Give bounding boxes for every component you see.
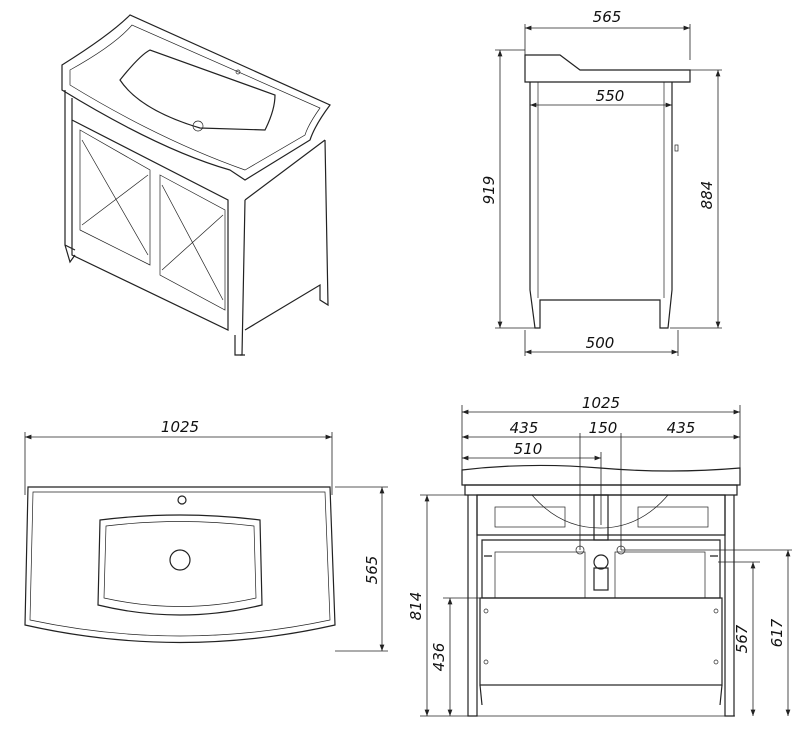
front-view: 1025 435 150 435 510 814 436 567 [407, 394, 792, 717]
front-right-offset-label: 435 [667, 419, 696, 437]
front-lower-pipe-height-label: 567 [733, 624, 751, 653]
front-width-label: 1025 [582, 394, 620, 412]
front-center-gap-label: 150 [589, 419, 618, 437]
front-shelf-height-label: 436 [430, 643, 448, 672]
front-drain-offset-label: 510 [514, 440, 543, 458]
side-top-width-label: 565 [593, 8, 622, 26]
top-width-label: 1025 [161, 418, 199, 436]
top-view: 1025 565 [24, 418, 388, 652]
side-body-height-label: 884 [698, 181, 716, 210]
front-upper-pipe-height-label: 617 [768, 618, 786, 647]
side-base-width-label: 500 [586, 334, 615, 352]
front-left-offset-label: 435 [510, 419, 539, 437]
top-depth-label: 565 [363, 556, 381, 585]
front-height-label: 814 [407, 592, 425, 621]
side-view: 565 550 919 884 500 [480, 8, 722, 356]
side-inner-width-label: 550 [596, 87, 625, 105]
isometric-view [61, 14, 331, 356]
side-total-height-label: 919 [480, 176, 498, 205]
